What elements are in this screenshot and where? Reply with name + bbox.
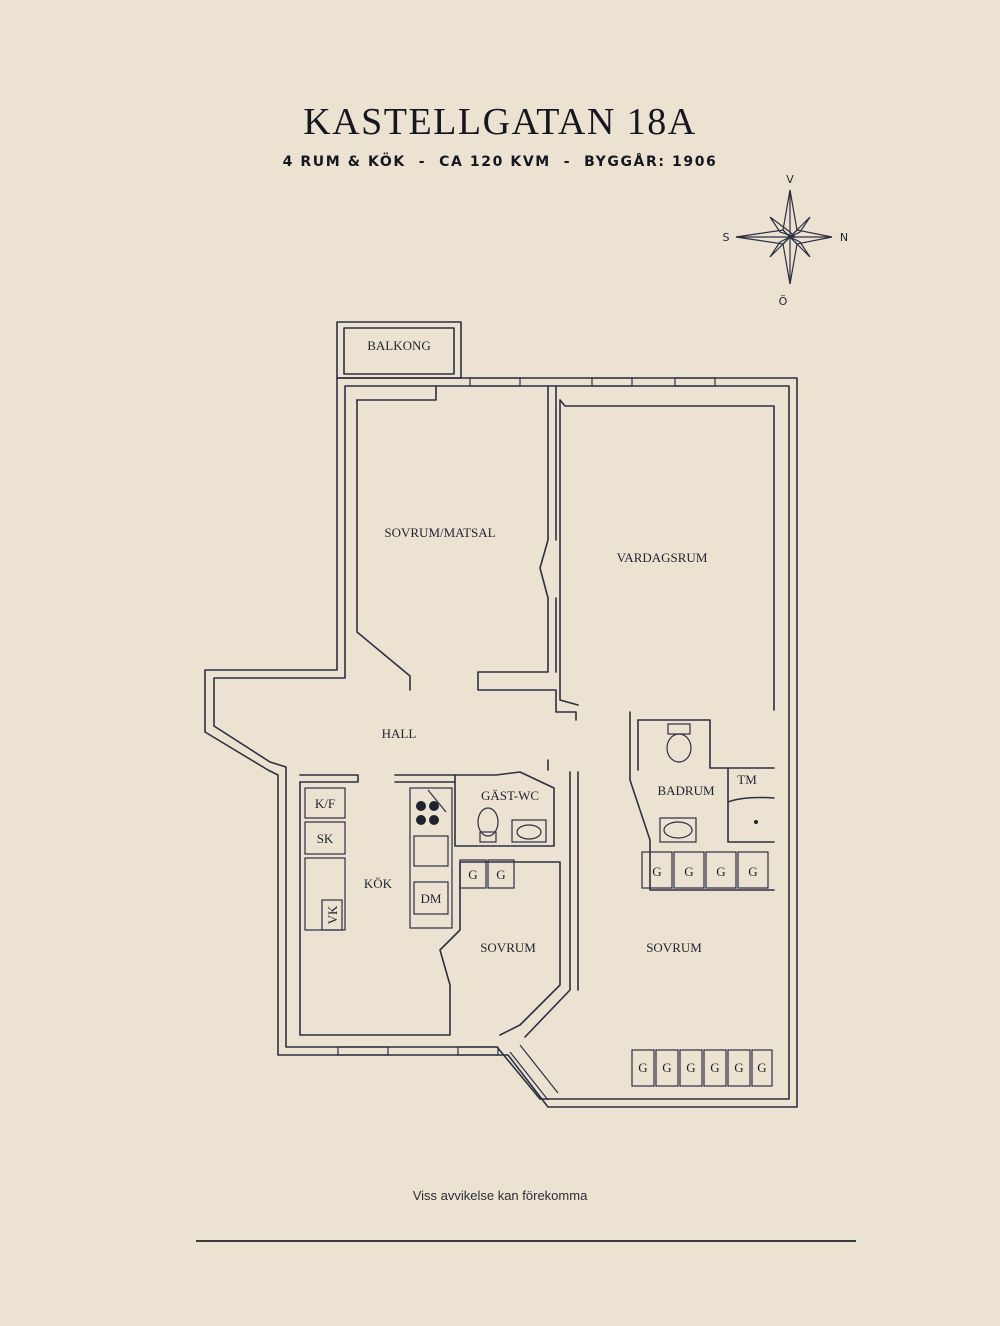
wardrobe-label: G xyxy=(468,867,477,882)
kitchen-fixtures xyxy=(304,787,453,931)
wardrobe-label: G xyxy=(710,1060,719,1075)
compass-rose-icon: V S N Ö xyxy=(723,173,849,308)
bay-window xyxy=(509,1044,559,1101)
wardrobe-label: G xyxy=(496,867,505,882)
room-label-gast-wc: GÄST-WC xyxy=(481,788,539,803)
fixture-label-vk: VK xyxy=(325,905,340,924)
interior-walls xyxy=(299,385,775,1038)
compass-south: S xyxy=(723,231,730,244)
room-label-sovrum-large: SOVRUM xyxy=(646,940,702,955)
wardrobe-label: G xyxy=(638,1060,647,1075)
stove-burner-icon xyxy=(429,815,439,825)
compass-west: V xyxy=(786,173,794,186)
wardrobe-label: G xyxy=(662,1060,671,1075)
fixture-label-sk: SK xyxy=(317,831,334,846)
page-subtitle: 4 RUM & KÖK - CA 120 KVM - BYGGÅR: 1906 xyxy=(282,154,718,170)
drain-icon xyxy=(754,820,758,824)
toilet-icon xyxy=(477,807,499,837)
room-label-balkong: BALKONG xyxy=(367,338,431,353)
wardrobe-label: G xyxy=(734,1060,743,1075)
fixture-label-tm: TM xyxy=(737,772,757,787)
room-label-hall: HALL xyxy=(382,726,417,741)
room-label-vardagsrum: VARDAGSRUM xyxy=(617,550,708,565)
wardrobe-label: G xyxy=(757,1060,766,1075)
wardrobe-label: G xyxy=(684,864,693,879)
badrum-fixtures xyxy=(659,723,758,843)
wardrobe-label: G xyxy=(652,864,661,879)
toilet-icon xyxy=(666,733,692,763)
sink-icon xyxy=(663,821,693,839)
compass-north: N xyxy=(840,231,848,244)
wardrobes xyxy=(459,851,773,1087)
room-label-badrum: BADRUM xyxy=(657,783,715,798)
gast-wc-fixtures xyxy=(477,807,547,843)
fixture-label-dm: DM xyxy=(421,891,442,906)
room-label-sovrum-small: SOVRUM xyxy=(480,940,536,955)
wardrobe-label: G xyxy=(686,1060,695,1075)
stove-burner-icon xyxy=(416,815,426,825)
outer-walls xyxy=(204,377,798,1108)
sink-icon xyxy=(516,824,542,840)
disclaimer-text: Viss avvikelse kan förekomma xyxy=(412,1188,588,1203)
wardrobe-label: G xyxy=(748,864,757,879)
stove-burner-icon xyxy=(429,801,439,811)
wardrobe-label: G xyxy=(716,864,725,879)
compass-east: Ö xyxy=(779,295,788,308)
room-label-sovrum-matsal: SOVRUM/MATSAL xyxy=(384,525,495,540)
room-label-kok: KÖK xyxy=(364,876,393,891)
page-title: KASTELLGATAN 18A xyxy=(303,101,697,143)
fixture-label-kf: K/F xyxy=(315,796,335,811)
stove-burner-icon xyxy=(416,801,426,811)
